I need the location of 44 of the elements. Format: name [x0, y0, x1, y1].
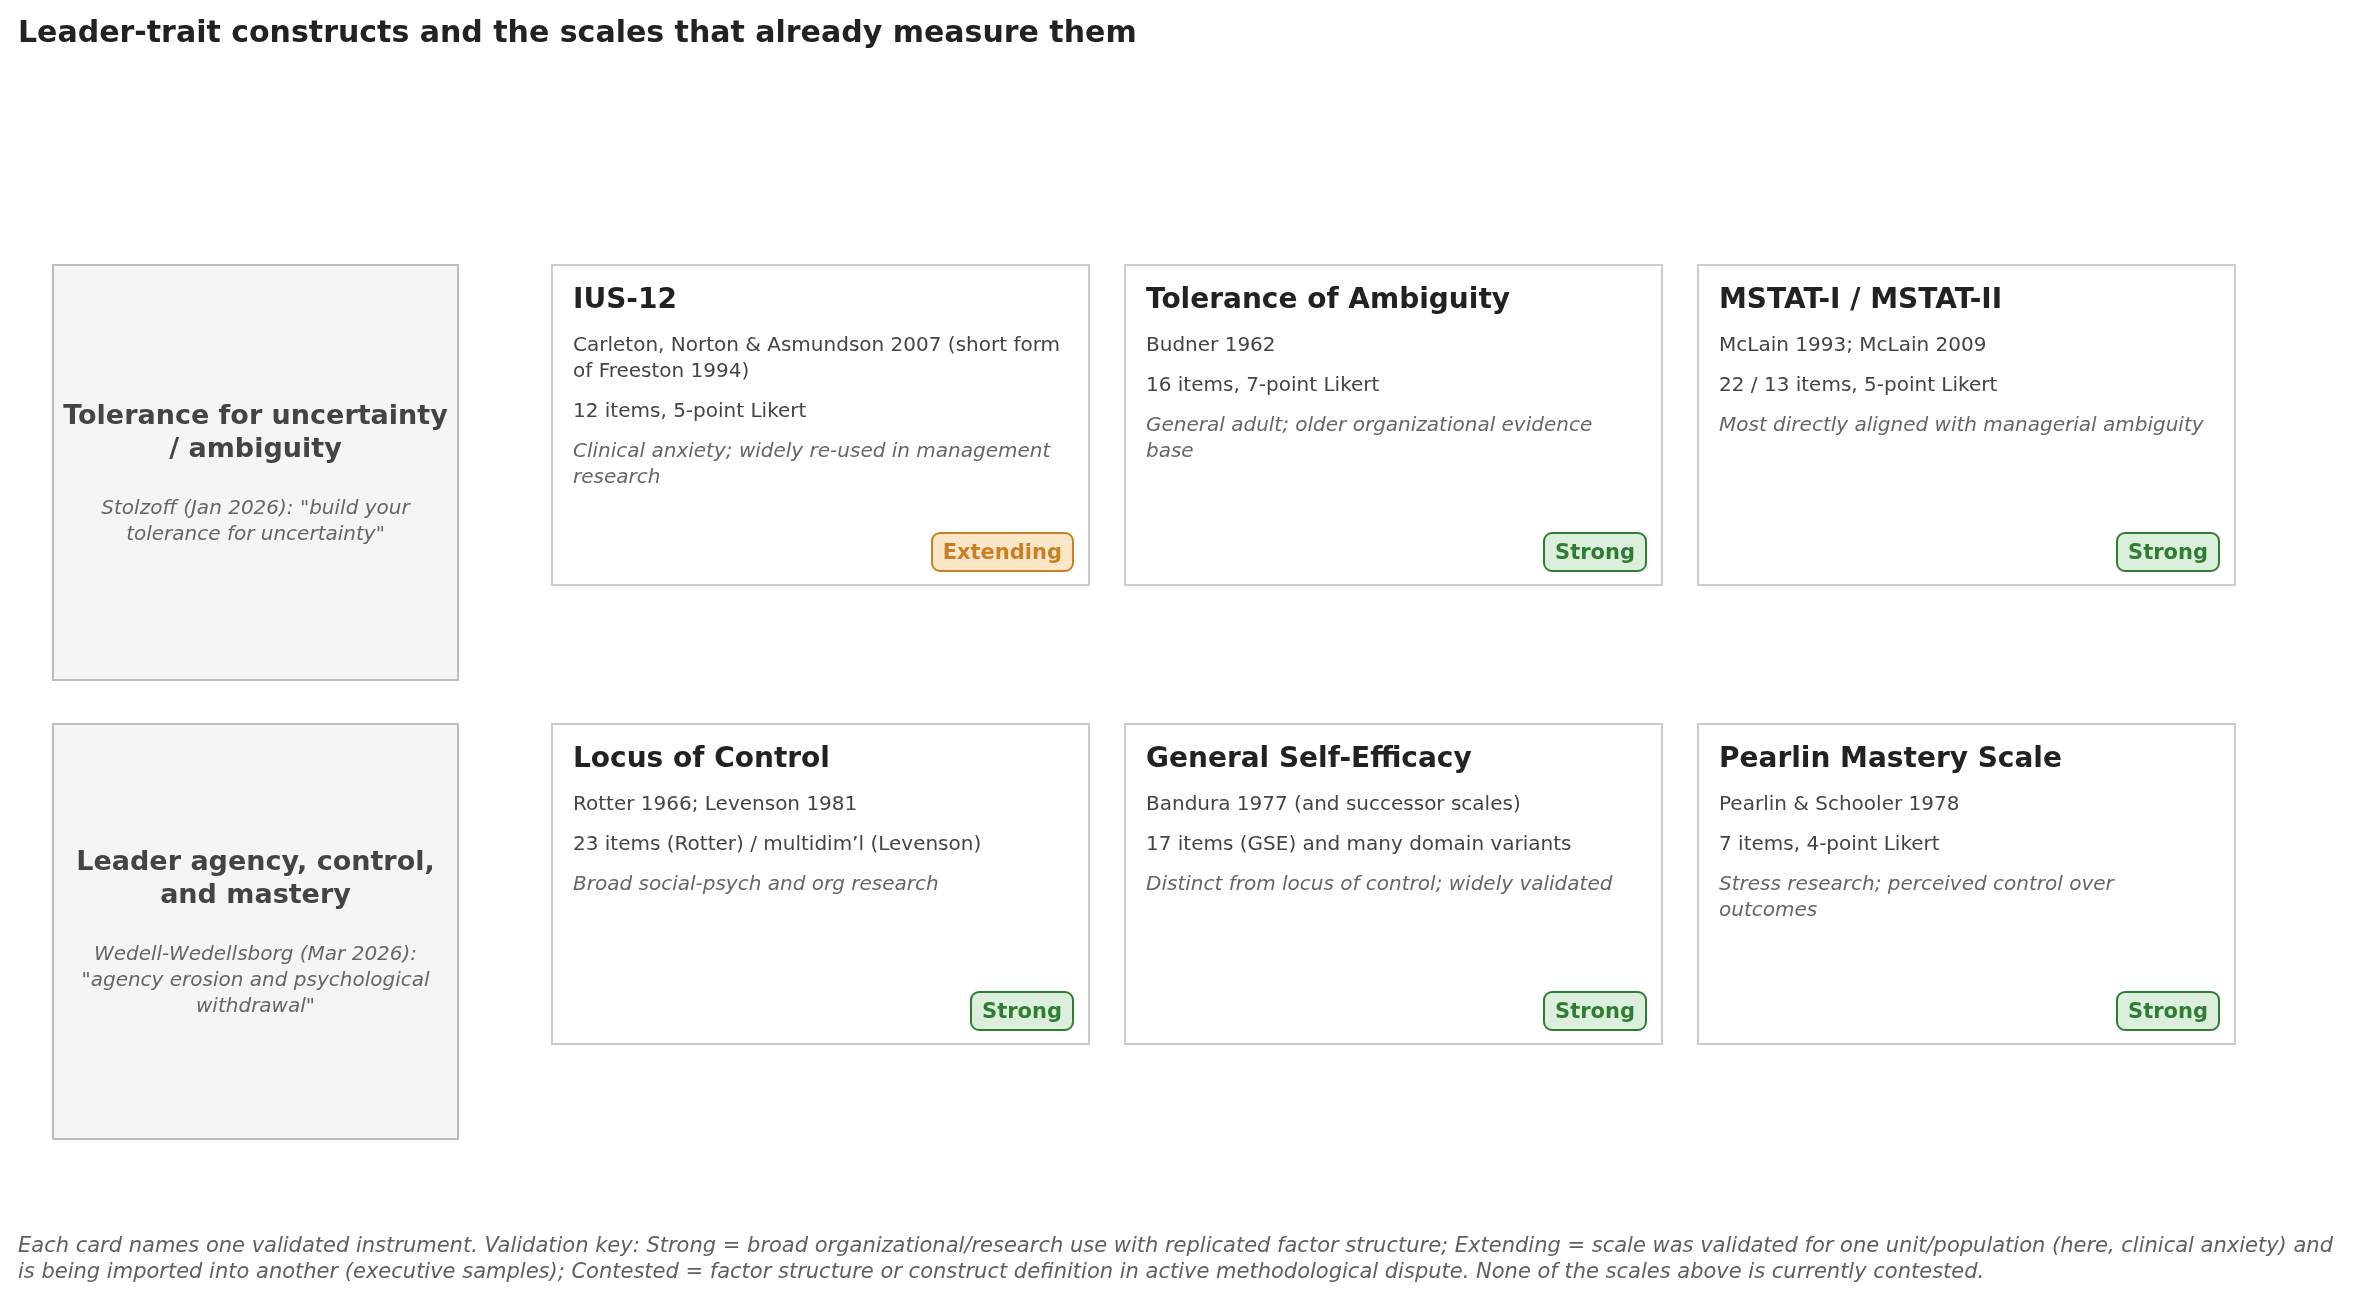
item-count-text: 17 items (GSE) and many domain variants: [1146, 830, 1572, 856]
instrument-card: [551, 723, 1090, 1045]
item-count-text: 22 / 13 items, 5-point Likert: [1719, 371, 1998, 397]
validation-tag: Strong: [970, 991, 1074, 1031]
diagram-title: Leader-trait constructs and the scales that already measure them: [18, 14, 1137, 49]
citation-text: McLain 1993; McLain 2009: [1719, 331, 1987, 357]
item-count-text: 7 items, 4-point Likert: [1719, 830, 1940, 856]
quote-text: Stolzoff (Jan 2026): "build your tolerance for uncertainty": [100, 493, 412, 546]
validation-tag: Strong: [2116, 991, 2220, 1031]
card-title: IUS-12: [573, 282, 677, 315]
citation-text: Carleton, Norton & Asmundson 2007 (short form of Freeston 1994): [573, 331, 1062, 383]
usage-note: General adult; older organizational evidence base: [1146, 411, 1594, 463]
construct-heading: Tolerance for uncertainty / ambiguity: [62, 399, 449, 464]
card-title: General Self-Efficacy: [1146, 741, 1472, 774]
citation-text: Rotter 1966; Levenson 1981: [573, 790, 858, 816]
usage-note: Stress research; perceived control over outcomes: [1719, 870, 2116, 922]
usage-note: Broad social-psych and org research: [573, 870, 939, 896]
validation-tag: Strong: [1543, 991, 1647, 1031]
instrument-card: [1697, 264, 2236, 586]
instrument-card: [1124, 264, 1663, 586]
construct-panel: [52, 264, 459, 681]
card-title: Locus of Control: [573, 741, 830, 774]
instrument-card: [1124, 723, 1663, 1045]
card-title: Pearlin Mastery Scale: [1719, 741, 2062, 774]
item-count-text: 12 items, 5-point Likert: [573, 397, 807, 423]
construct-panel: [52, 723, 459, 1140]
quote-text: Wedell-Wedellsborg (Mar 2026): "agency erosion and psychological withdrawal": [80, 939, 431, 1018]
usage-note: Most directly aligned with managerial ambiguity: [1719, 411, 2204, 437]
instrument-card: [551, 264, 1090, 586]
validation-tag: Extending: [930, 532, 1074, 572]
citation-text: Bandura 1977 (and successor scales): [1146, 790, 1521, 816]
validation-tag: Strong: [1543, 532, 1647, 572]
citation-text: Budner 1962: [1146, 331, 1276, 357]
instrument-card: [1697, 723, 2236, 1045]
validation-tag: Strong: [2116, 532, 2220, 572]
usage-note: Distinct from locus of control; widely validated: [1146, 870, 1613, 896]
card-title: MSTAT-I / MSTAT-II: [1719, 282, 2003, 315]
card-title: Tolerance of Ambiguity: [1146, 282, 1511, 315]
footnote-text: Each card names one validated instrument. Validation key: Strong = broad organizational/research use with replicated factor structure; Extending = scale was validated for one unit/population (here, clinical anxiety) and is being imported into another (executive samples); Contested = factor structure or construct definition in active methodological dispute. None of the scales above is currently contested.: [18, 1232, 2334, 1285]
construct-heading: Leader agency, control, and mastery: [75, 845, 436, 910]
item-count-text: 23 items (Rotter) / multidim’l (Levenson): [573, 830, 982, 856]
usage-note: Clinical anxiety; widely re-used in management research: [573, 437, 1052, 489]
item-count-text: 16 items, 7-point Likert: [1146, 371, 1380, 397]
citation-text: Pearlin & Schooler 1978: [1719, 790, 1960, 816]
